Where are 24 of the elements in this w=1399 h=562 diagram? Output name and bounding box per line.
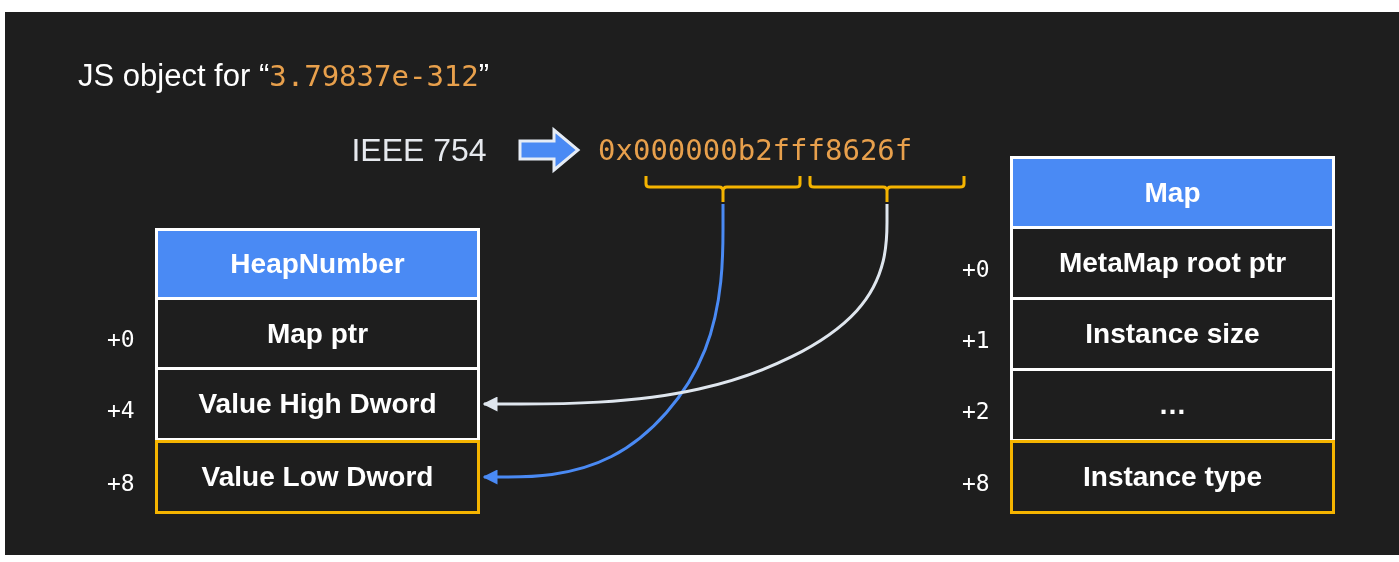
offset-label: +8 [962,470,990,496]
highlighted-row: Instance type [1010,440,1335,514]
curly-bracket [644,174,802,204]
table-header: Map [1010,156,1335,229]
curved-arrow [482,204,889,412]
table-row: Instance size [1010,297,1335,371]
title: JS object for “3.79837e-312” [78,58,490,94]
curly-bracket [808,174,966,204]
offset-label: +8 [107,470,135,496]
offset-label: +1 [962,327,990,353]
hex-value: 0x000000b2fff8626f [598,128,970,172]
table-row: … [1010,368,1335,442]
table-row: Map ptr [155,297,480,370]
block-arrow [518,126,581,174]
offset-label: +0 [962,256,990,282]
table-row: Value High Dword [155,367,480,441]
highlighted-row: Value Low Dword [155,440,480,514]
format-label: IEEE 754 [338,128,500,172]
offset-label: +4 [107,397,135,423]
table-header: HeapNumber [155,228,480,300]
offset-label: +2 [962,398,990,424]
offset-label: +0 [107,326,135,352]
table-row: MetaMap root ptr [1010,226,1335,300]
curved-arrow [482,204,725,485]
